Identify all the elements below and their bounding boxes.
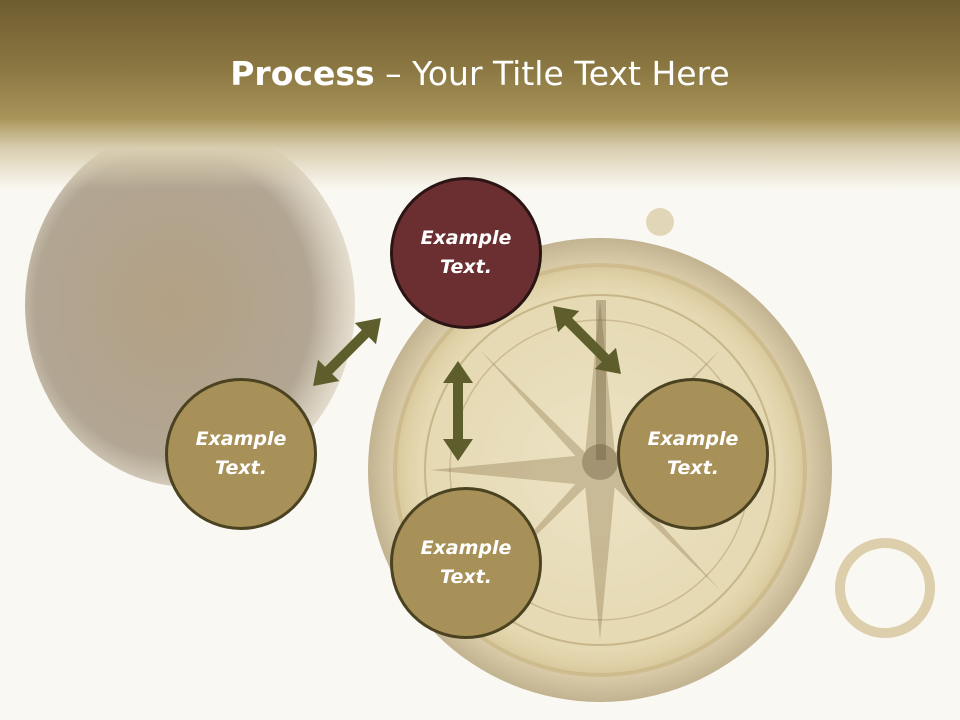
slide-title: Process – Your Title Text Here <box>0 50 960 98</box>
node-left-label: Example Text. <box>195 428 287 479</box>
compass-ring <box>835 538 935 638</box>
node-right-label: Example Text. <box>647 428 739 479</box>
node-top-label: Example Text. <box>420 227 512 278</box>
node-bottom: Example Text. <box>390 487 542 639</box>
node-right: Example Text. <box>617 378 769 530</box>
node-bottom-label: Example Text. <box>420 537 512 588</box>
title-bold: Process <box>230 54 375 93</box>
title-bar <box>0 0 960 190</box>
arrow-top-bottom <box>443 361 473 461</box>
arrow-left-top <box>313 318 381 386</box>
node-top: Example Text. <box>390 177 542 329</box>
arrow-top-right <box>553 306 621 374</box>
title-rest: – Your Title Text Here <box>374 54 730 93</box>
node-left: Example Text. <box>165 378 317 530</box>
